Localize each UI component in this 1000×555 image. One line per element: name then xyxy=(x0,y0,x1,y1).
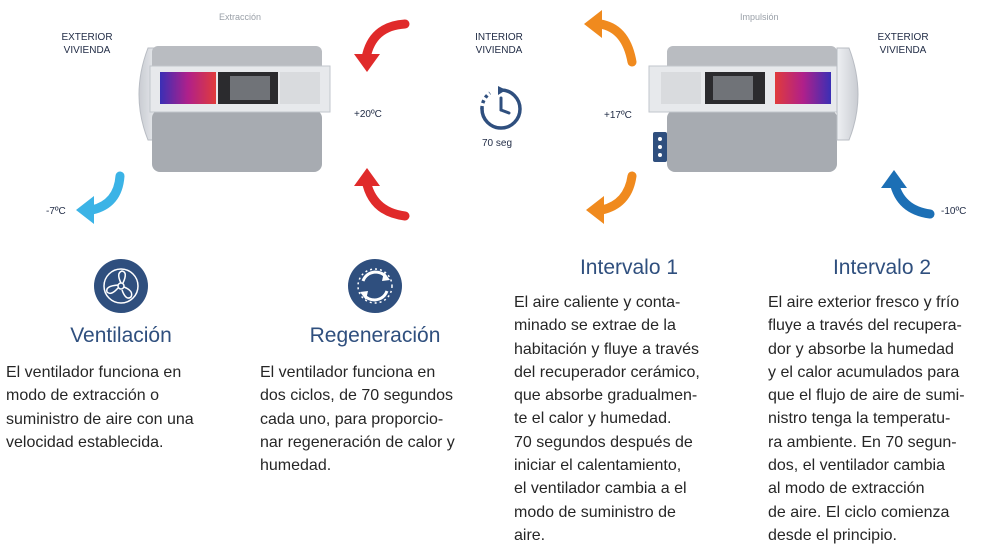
orange-arrow-top xyxy=(595,19,637,67)
section-title-intervalo-2: Intervalo 2 xyxy=(832,256,932,279)
section-body-ventilacion: El ventilador funciona en modo de extrac… xyxy=(6,364,194,451)
section-title-ventilacion: Ventilación xyxy=(70,324,172,347)
timer-icon xyxy=(480,86,522,130)
airflow-arrows xyxy=(76,10,935,224)
section-title-intervalo-1: Intervalo 1 xyxy=(579,256,679,279)
temp-left-out: -7ºC xyxy=(46,206,66,217)
temp-right-out: -10ºC xyxy=(941,206,967,217)
cycle-arrows-icon xyxy=(348,259,402,313)
red-arrow-top xyxy=(361,19,410,63)
orange-arrow-bottom xyxy=(597,171,637,215)
section-body-regeneracion: El ventilador funciona en dos ciclos, de… xyxy=(260,364,455,475)
section-body-intervalo-2: El aire exterior fresco y frío fluye a t… xyxy=(768,294,965,544)
light-blue-arrow xyxy=(87,171,125,215)
temp-right-in: +17ºC xyxy=(604,110,632,121)
fan-icon xyxy=(94,259,148,313)
section-body-intervalo-1: El aire caliente y conta- minado se extr… xyxy=(514,294,700,544)
section-title-regeneracion: Regeneración xyxy=(309,324,441,347)
extraction-label: Extracción xyxy=(219,12,262,22)
left-recuperator-unit xyxy=(138,46,331,172)
interior-label: INTERIOR VIVIENDA xyxy=(475,32,523,56)
timer-label: 70 seg xyxy=(482,138,513,149)
exterior-right-label: EXTERIOR VIVIENDA xyxy=(877,32,929,56)
exterior-left-label: EXTERIOR VIVIENDA xyxy=(61,32,113,56)
temp-left-in: +20ºC xyxy=(354,109,382,120)
right-recuperator-unit xyxy=(648,46,859,172)
impulsion-label: Impulsión xyxy=(740,12,779,22)
